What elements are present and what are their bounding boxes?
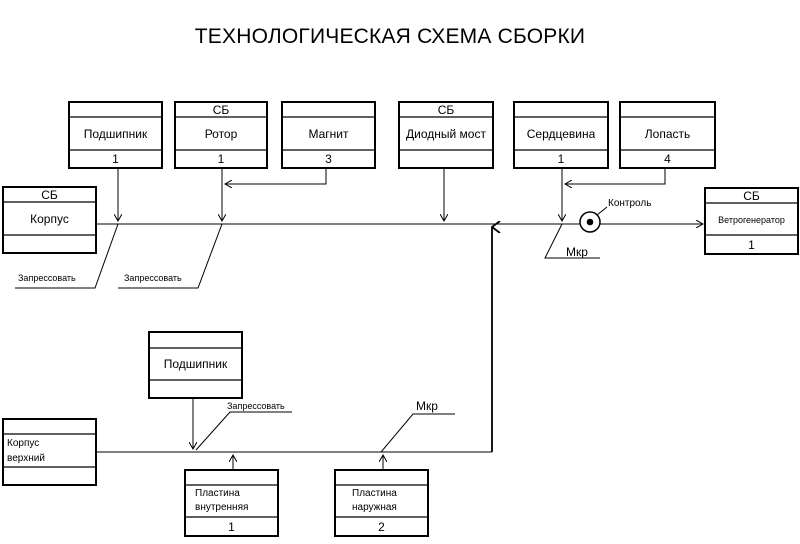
- box-podshipnik-top: Подшипник 1: [68, 101, 163, 169]
- box-korpus: СБ Корпус: [2, 186, 97, 254]
- box-podshipnik-bottom: Подшипник: [148, 331, 243, 399]
- op-zapressovat-1: Запрессовать: [18, 273, 76, 283]
- box-plastina-vnutr: Пластина внутренняя 1: [184, 469, 279, 537]
- box-podshipnik-bottom-name: Подшипник: [164, 357, 228, 371]
- leader-mkr-bottom: [380, 413, 455, 453]
- box-vetrogenerator-tag: СБ: [743, 189, 760, 203]
- box-korpus-verkhny: Корпус верхний: [2, 418, 97, 486]
- box-diodny-most: СБ Диодный мост: [398, 101, 494, 169]
- op-zapressovat-3: Запрессовать: [227, 401, 285, 411]
- box-magnit-name: Магнит: [308, 127, 349, 141]
- box-plastina-vnutr-line2: внутренняя: [195, 502, 248, 513]
- box-korpus-name: Корпус: [30, 212, 69, 226]
- box-rotor-tag: СБ: [213, 103, 230, 117]
- box-vetrogenerator: СБ Ветрогенератор 1: [704, 187, 799, 255]
- box-korpus-verkhny-line2: верхний: [7, 453, 45, 464]
- box-podshipnik-top-name: Подшипник: [84, 127, 148, 141]
- box-magnit: Магнит 3: [281, 101, 376, 169]
- diagram-title: ТЕХНОЛОГИЧЕСКАЯ СХЕМА СБОРКИ: [195, 25, 585, 48]
- box-plastina-naruzh-count: 2: [378, 520, 385, 534]
- leader-zapressovat-2: [118, 223, 223, 289]
- box-diodny-most-name: Диодный мост: [406, 127, 486, 141]
- leader-zapressovat-3: [195, 411, 292, 451]
- box-vetrogenerator-count: 1: [748, 238, 755, 252]
- box-plastina-vnutr-count: 1: [228, 520, 235, 534]
- arrow-lopast-to-serdtsevina: [565, 168, 666, 184]
- leader-kontrol: [596, 206, 608, 216]
- box-rotor-name: Ротор: [205, 127, 238, 141]
- box-plastina-naruzh: Пластина наружная 2: [334, 469, 429, 537]
- box-serdtsevina: Сердцевина 1: [513, 101, 609, 169]
- arrow-magnit-to-rotor: [225, 168, 327, 184]
- box-vetrogenerator-name: Ветрогенератор: [718, 215, 785, 225]
- box-diodny-most-tag: СБ: [438, 103, 455, 117]
- op-zapressovat-2: Запрессовать: [124, 273, 182, 283]
- box-podshipnik-top-count: 1: [112, 152, 119, 166]
- control-dot-icon: [586, 218, 594, 226]
- leader-mkr-top: [544, 223, 600, 259]
- box-lopast-count: 4: [664, 152, 671, 166]
- box-lopast: Лопасть 4: [619, 101, 716, 169]
- box-magnit-count: 3: [325, 152, 332, 166]
- box-rotor-count: 1: [218, 152, 225, 166]
- box-korpus-tag: СБ: [41, 188, 58, 202]
- box-lopast-name: Лопасть: [645, 127, 690, 141]
- leader-zapressovat-1: [15, 223, 119, 289]
- box-plastina-vnutr-line1: Пластина: [195, 488, 240, 499]
- box-serdtsevina-name: Сердцевина: [527, 127, 596, 141]
- box-serdtsevina-count: 1: [558, 152, 565, 166]
- op-kontrol: Контроль: [608, 198, 651, 209]
- box-plastina-naruzh-line1: Пластина: [352, 488, 397, 499]
- box-rotor: СБ Ротор 1: [174, 101, 268, 169]
- op-mkr-bottom: Мкр: [416, 399, 438, 413]
- box-plastina-naruzh-line2: наружная: [352, 502, 397, 513]
- box-korpus-verkhny-line1: Корпус: [7, 438, 39, 449]
- op-mkr-top: Мкр: [566, 245, 588, 259]
